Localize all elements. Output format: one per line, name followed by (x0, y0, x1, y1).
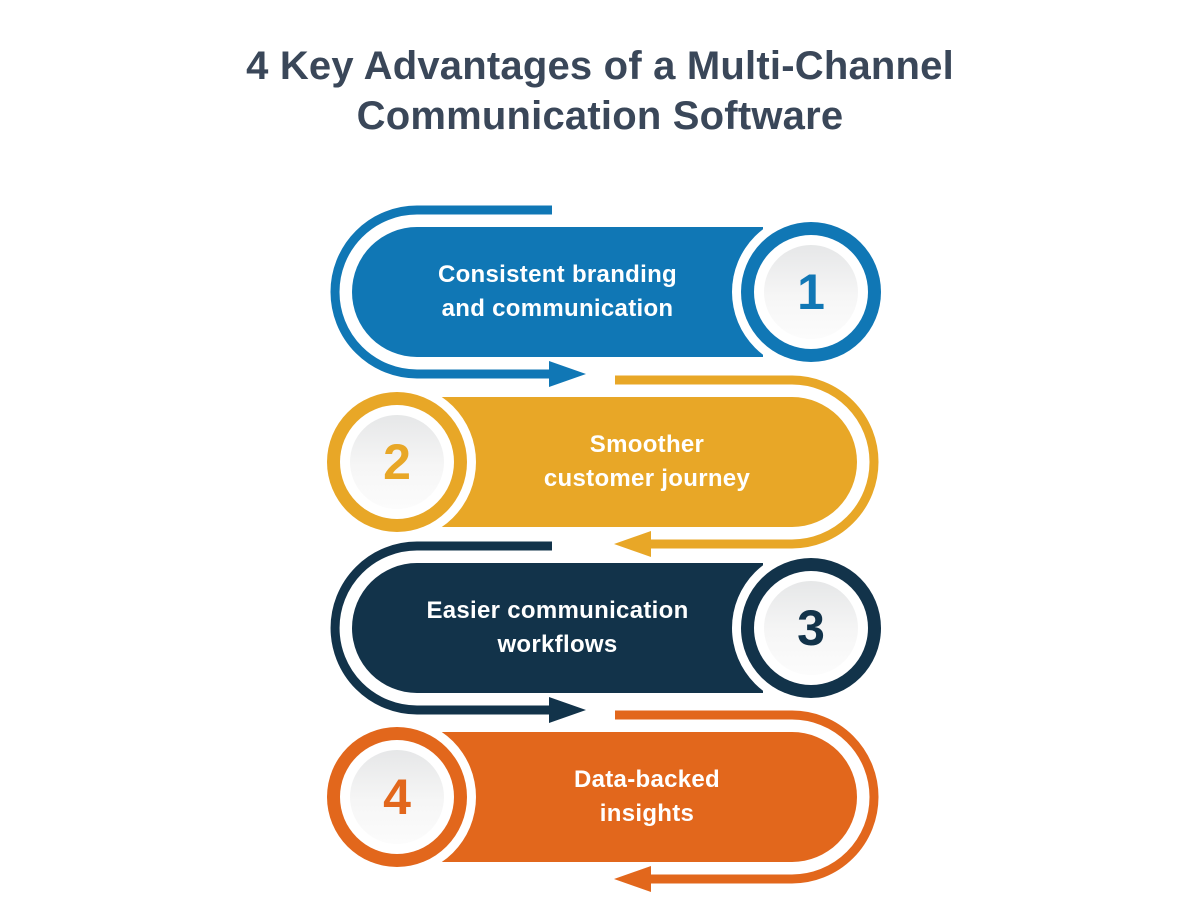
advantage-label-line-1: Consistent branding (437, 261, 678, 289)
step-number: 1 (797, 264, 825, 320)
arrowhead-right-icon (549, 697, 586, 723)
arrow-loop-1 (330, 205, 586, 387)
advantage-pill-4: Data-backed insights (437, 732, 857, 862)
step-number: 2 (383, 434, 411, 490)
step-number: 4 (383, 769, 411, 825)
advantage-label-line-1: Smoother (589, 431, 705, 459)
badge-inner-ring: 4 (340, 740, 454, 854)
step-number-badge-2: 2 (327, 392, 467, 532)
step-number-badge-3: 3 (741, 558, 881, 698)
advantage-label-line-1: Data-backed (573, 766, 721, 794)
title-line-1: 4 Key Advantages of a Multi-Channel (246, 44, 954, 88)
badge-core: 3 (764, 581, 858, 675)
badge-inner-ring: 3 (754, 571, 868, 685)
badge-core: 4 (350, 750, 444, 844)
arrow-loop-2 (614, 375, 879, 557)
advantage-pill-3: Easier communication workflows (352, 563, 763, 693)
arrow-loop-3 (330, 541, 586, 723)
arrow-loop-line (615, 710, 879, 884)
arrow-loop-line (330, 205, 552, 379)
arrowhead-left-icon (614, 866, 651, 892)
step-number-badge-4: 4 (327, 727, 467, 867)
step-number: 3 (797, 600, 825, 656)
arrow-loop-line (330, 541, 552, 715)
advantage-label-line-1: Easier communication (426, 597, 689, 625)
advantage-label-line-2: insights (599, 800, 695, 827)
badge-core: 1 (764, 245, 858, 339)
page-title: 4 Key Advantages of a Multi-Channel Comm… (0, 42, 1200, 141)
badge-inner-ring: 1 (754, 235, 868, 349)
arrowhead-right-icon (549, 361, 586, 387)
arrowhead-left-icon (614, 531, 651, 557)
title-line-2: Communication Software (356, 93, 844, 138)
arrow-loop-line (615, 375, 879, 549)
advantage-label-line-2: and communication (441, 295, 674, 322)
advantage-label-line-2: customer journey (543, 465, 751, 492)
arrow-loop-4 (614, 710, 879, 892)
badge-inner-ring: 2 (340, 405, 454, 519)
advantage-pill-2: Smoother customer journey (437, 397, 857, 527)
step-number-badge-1: 1 (741, 222, 881, 362)
advantage-label-line-2: workflows (497, 631, 618, 658)
badge-core: 2 (350, 415, 444, 509)
advantage-pill-1: Consistent branding and communication (352, 227, 763, 357)
